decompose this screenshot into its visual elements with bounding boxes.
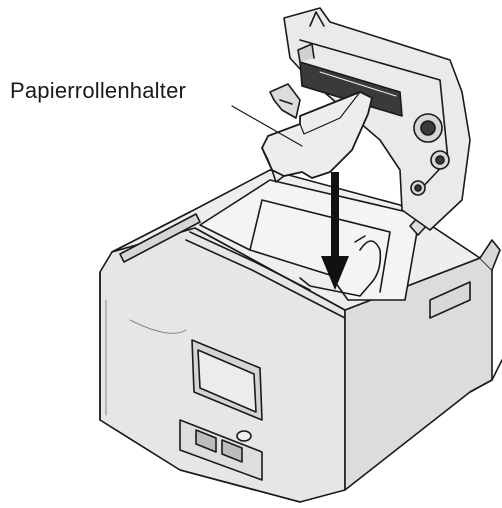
paper-roll-holder — [261, 91, 373, 179]
paper-roll-holder-label: Papierrollenhalter — [10, 78, 187, 103]
callout-leader-line — [231, 105, 303, 147]
insertion-arrow — [321, 172, 349, 290]
platen-roller — [299, 61, 403, 117]
paper-compartment — [199, 179, 421, 301]
